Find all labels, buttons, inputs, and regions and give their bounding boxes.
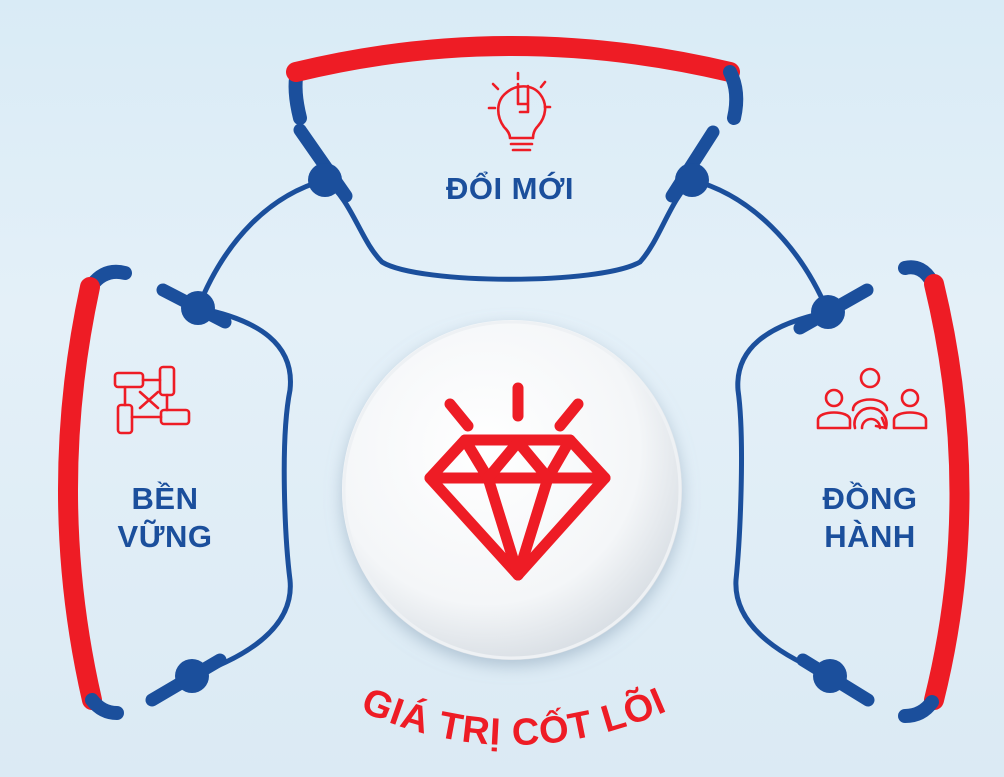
value-label-sustainability: BỀN VỮNG	[95, 480, 235, 556]
value-label-line: ĐỒNG	[822, 481, 918, 516]
people-collaboration-icon	[816, 367, 928, 430]
diamond-icon	[424, 382, 611, 581]
value-label-line: HÀNH	[824, 519, 916, 554]
value-label-line: VỮNG	[117, 519, 213, 554]
left-segment	[58, 264, 293, 720]
pin-knob	[308, 163, 342, 197]
connector-pins	[145, 123, 875, 707]
teamwork-hands-icon	[113, 365, 191, 435]
top-segment	[286, 36, 744, 282]
pin-knob	[181, 291, 215, 325]
pin-knob	[813, 659, 847, 693]
pin-knob	[175, 659, 209, 693]
right-segment	[733, 260, 970, 723]
connector-arcs	[195, 177, 831, 313]
pin-knob	[675, 163, 709, 197]
lightbulb-puzzle-icon	[487, 71, 552, 152]
center-title: GIÁ TRỊ CỐT LÕI	[356, 680, 672, 754]
value-label-innovation: ĐỔI MỚI	[445, 171, 575, 206]
value-label-line: BỀN	[131, 481, 199, 516]
center-badge	[342, 320, 682, 660]
pin-knob	[811, 295, 845, 329]
value-label-companionship: ĐỒNG HÀNH	[795, 480, 945, 556]
